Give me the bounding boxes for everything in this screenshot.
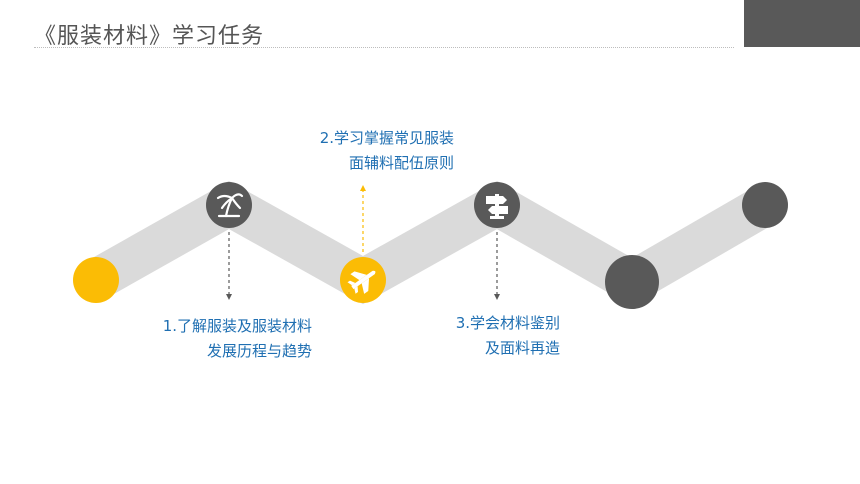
start-node xyxy=(73,257,119,303)
title-divider xyxy=(34,47,734,48)
task-1-label-line1: 1.了解服装及服装材料 xyxy=(162,317,312,335)
task-3-label: 3.学会材料鉴别 及面料再造 xyxy=(456,311,560,361)
task-1-node xyxy=(206,182,252,228)
task-3-node xyxy=(474,182,520,228)
connector-task-1-arrow xyxy=(226,294,232,300)
connector-task-2-arrow xyxy=(360,185,366,191)
connector-task-3-arrow xyxy=(494,294,500,300)
signpost-icon xyxy=(486,194,508,219)
end-node-dark xyxy=(605,255,659,309)
task-2-label-line1: 2.学习掌握常见服装 xyxy=(319,129,454,147)
zigzag-track xyxy=(85,180,776,307)
palm-tree-icon xyxy=(216,193,244,218)
task-3-label-line1: 3.学会材料鉴别 xyxy=(455,314,560,332)
task-2-node xyxy=(340,257,386,303)
task-3-label-line2: 及面料再造 xyxy=(484,339,560,357)
task-1-label: 1.了解服装及服装材料 发展历程与趋势 xyxy=(163,314,312,364)
task-1-label-line2: 发展历程与趋势 xyxy=(206,342,312,360)
page-title: 《服装材料》学习任务 xyxy=(34,24,265,49)
task-2-label: 2.学习掌握常见服装 面辅料配伍原则 xyxy=(320,126,454,176)
end-node-gray xyxy=(742,182,788,228)
corner-block xyxy=(744,0,860,47)
airplane-icon xyxy=(347,270,376,294)
task-2-label-line2: 面辅料配伍原则 xyxy=(348,154,454,172)
